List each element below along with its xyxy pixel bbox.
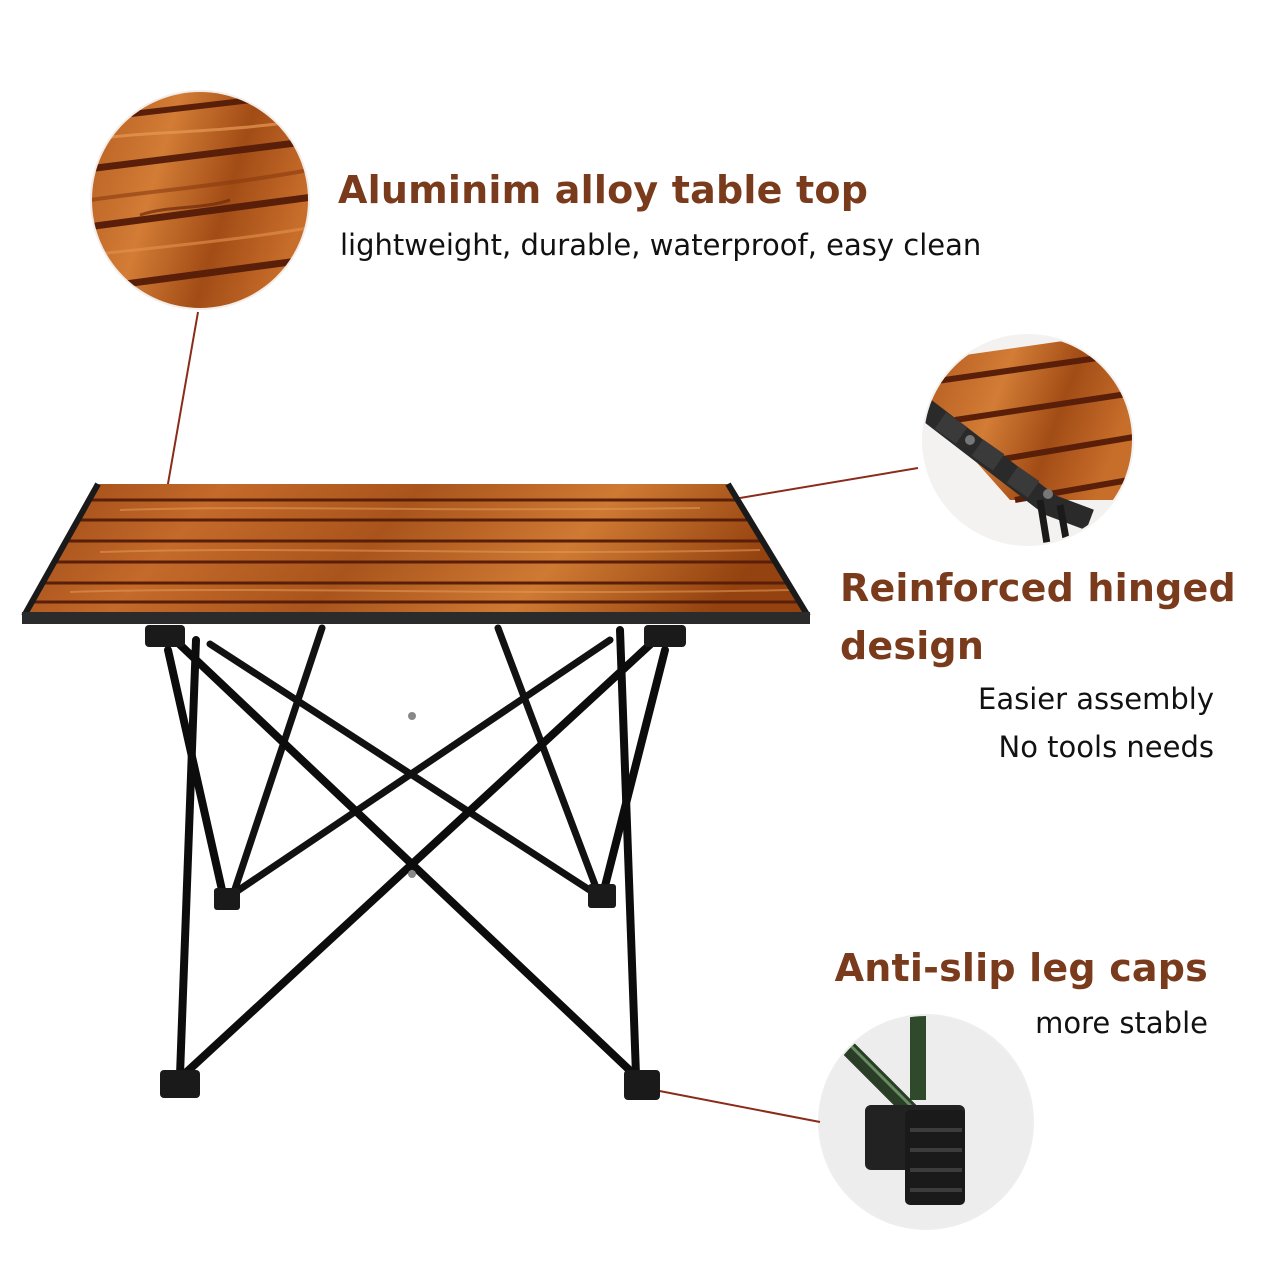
feature-title-legcaps: Anti-slip leg caps (834, 946, 1208, 990)
wood-grain-closeup-icon (90, 90, 310, 310)
feature-title-tabletop: Aluminim alloy table top (338, 168, 869, 212)
leg-cap-closeup-icon (818, 1014, 1034, 1230)
camping-table (21, 482, 811, 1100)
feature-subtitle-hinge-line2: No tools needs (998, 730, 1214, 764)
feature-subtitle-hinge-line1: Easier assembly (978, 682, 1214, 716)
feature-subtitle-legcaps: more stable (1035, 1006, 1208, 1040)
feature-subtitle-tabletop: lightweight, durable, waterproof, easy c… (340, 228, 982, 262)
feature-title-hinge-line1: Reinforced hinged (840, 566, 1236, 610)
hinge-closeup-icon (922, 334, 1134, 546)
callout-lines (161, 311, 919, 1123)
feature-title-hinge-line2: design (840, 624, 985, 668)
